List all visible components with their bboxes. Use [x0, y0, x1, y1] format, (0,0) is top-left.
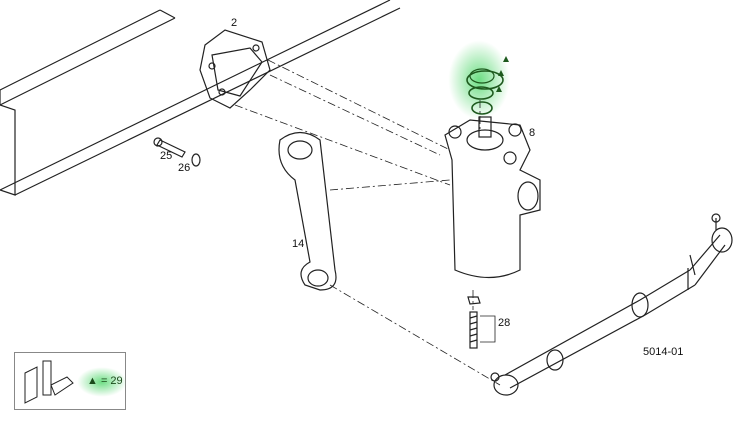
label-bracket: 2	[231, 17, 238, 29]
label-stud: 28	[498, 317, 511, 329]
highlight-glow	[448, 40, 510, 120]
label-steering-box: 8	[529, 127, 536, 139]
triangle-icon: ▲	[87, 375, 98, 387]
marker-triangles	[496, 56, 509, 92]
legend-glow	[77, 367, 127, 397]
frame-rail	[0, 0, 401, 196]
stud-part	[467, 296, 481, 349]
label-washer: 26	[178, 162, 191, 174]
steering-box-part	[444, 68, 541, 279]
bracket-part	[199, 29, 271, 109]
legend-part-icon	[24, 360, 74, 404]
callout-bracket	[480, 315, 496, 343]
legend-box: ▲ = 29	[14, 352, 127, 410]
legend-value: = 29	[100, 375, 123, 387]
tie-rod-part	[490, 213, 733, 396]
label-bolt: 25	[160, 150, 173, 162]
leader-lines	[234, 59, 501, 386]
legend-text: ▲ = 29	[87, 375, 123, 387]
label-pitman-arm: 14	[292, 238, 305, 250]
bolt-part	[153, 137, 186, 158]
washer-part	[191, 153, 201, 167]
drawing-number: 5014-01	[643, 346, 684, 358]
pitman-arm-part	[278, 131, 337, 291]
